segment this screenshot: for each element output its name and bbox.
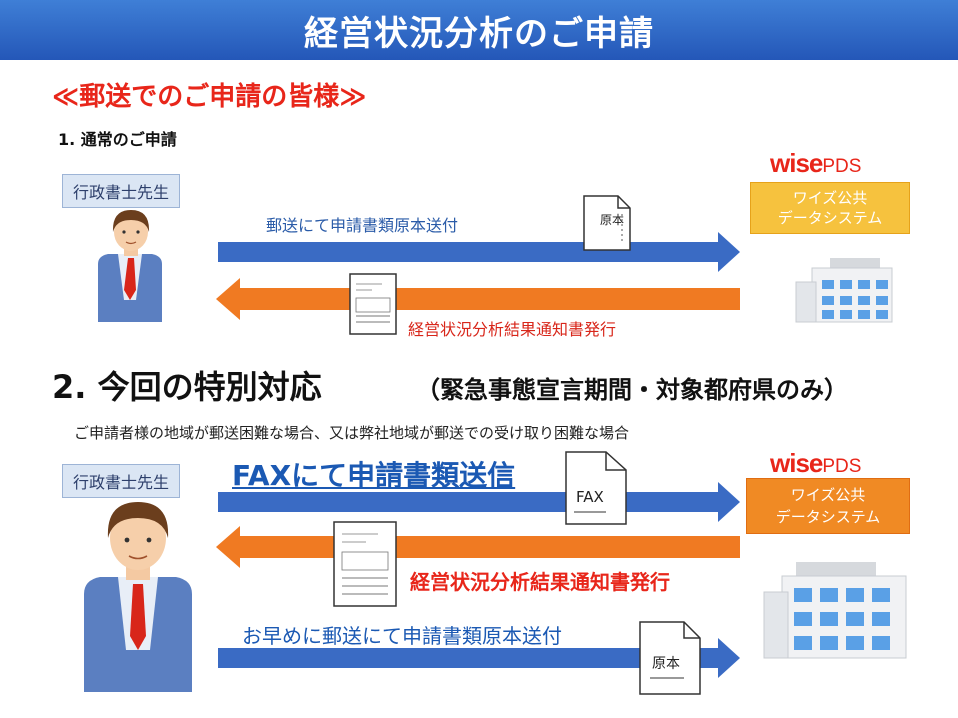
report-doc-icon-bottom	[333, 521, 397, 607]
return-label-bottom: 経営状況分析結果通知書発行	[410, 570, 670, 594]
fax-doc-icon: FAX	[565, 451, 627, 525]
role-label-bottom: 行政書士先生	[62, 464, 181, 498]
mail-label-bottom: お早めに郵送にて申請書類原本送付	[242, 624, 562, 648]
org-box-bottom: ワイズ公共 データシステム	[746, 478, 910, 534]
send-label-top: 郵送にて申請書類原本送付	[266, 216, 459, 235]
return-label-top: 経営状況分析結果通知書発行	[408, 320, 617, 339]
org-box-top: ワイズ公共 データシステム	[750, 182, 910, 234]
person-icon-top	[98, 210, 162, 322]
fax-doc-text: FAX	[576, 488, 604, 506]
section2-subtitle: （緊急事態宣言期間・対象都府県のみ）	[416, 376, 848, 404]
mail-section-title: ≪郵送でのご申請の皆様≫	[52, 82, 367, 112]
original-doc-icon-top: 原本	[583, 195, 631, 251]
person-icon-bottom	[84, 502, 192, 692]
wisepds-logo-top: wisePDS	[770, 148, 862, 178]
arrow-fax-send	[218, 482, 740, 522]
report-doc-icon-top	[349, 273, 397, 335]
section1-title: 1. 通常のご申請	[58, 130, 177, 149]
original-doc-text-1: 原本	[600, 213, 624, 227]
role-label-top: 行政書士先生	[62, 174, 181, 208]
fax-label: FAXにて申請書類送信	[232, 459, 516, 492]
original-doc-text-2: 原本	[652, 656, 680, 672]
building-icon-top	[795, 258, 893, 323]
header-bar: 経営状況分析のご申請	[0, 0, 958, 60]
section2-title: 2. 今回の特別対応	[52, 368, 322, 406]
arrow-return-top	[216, 278, 740, 320]
arrow-return-bottom	[216, 526, 740, 568]
wisepds-logo-bottom: wisePDS	[770, 448, 862, 478]
page-title: 経営状況分析のご申請	[304, 13, 654, 54]
arrow-send-top	[218, 232, 740, 272]
original-doc-icon-bottom: 原本	[639, 621, 701, 695]
building-icon-bottom	[763, 562, 907, 659]
arrow-mail-send	[218, 638, 740, 678]
section2-note: ご申請者様の地域が郵送困難な場合、又は弊社地域が郵送での受け取り困難な場合	[74, 424, 630, 442]
